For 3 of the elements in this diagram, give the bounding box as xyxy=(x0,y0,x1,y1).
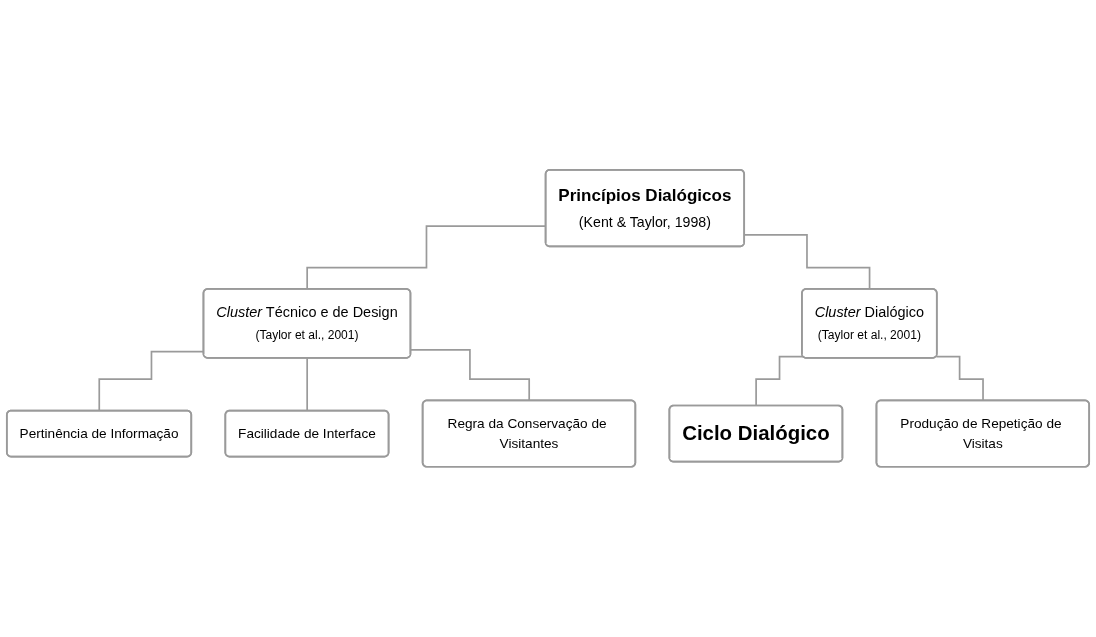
connector xyxy=(410,349,531,402)
connector xyxy=(935,355,985,402)
connector xyxy=(755,355,804,407)
